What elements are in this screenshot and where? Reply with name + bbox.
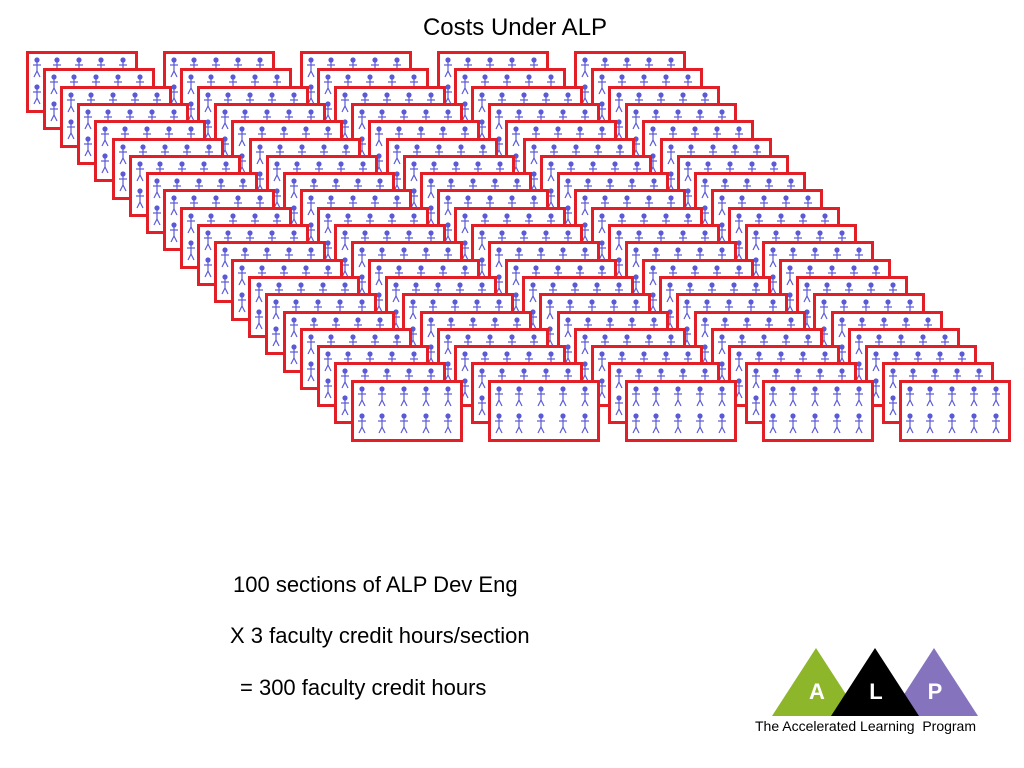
alp-logo-letter-a: A xyxy=(809,679,825,704)
alp-logo-triangle-a xyxy=(772,648,860,716)
class-section-box xyxy=(487,379,600,442)
class-section-box xyxy=(898,379,1011,442)
alp-logo-triangle-p xyxy=(890,648,978,716)
total-credit-hours-text: = 300 faculty credit hours xyxy=(240,675,487,700)
alp-logo: A L P The Accelerated Learning Program xyxy=(728,646,1008,746)
class-section-box xyxy=(624,379,737,442)
alp-logo-triangles xyxy=(772,648,978,716)
credit-hours-multiplier-text: X 3 faculty credit hours/section xyxy=(230,623,530,648)
stick-figure-icon-group xyxy=(768,386,863,433)
alp-logo-letter-l: L xyxy=(869,679,883,704)
alp-logo-caption: The Accelerated Learning Program xyxy=(754,718,976,734)
slide-title: Costs Under ALP xyxy=(422,14,608,41)
sections-count-text: 100 sections of ALP Dev Eng xyxy=(233,572,518,597)
alp-logo-letter-p: P xyxy=(927,679,943,704)
stick-figure-icon-group xyxy=(905,386,1000,433)
stick-figure-icon-group xyxy=(631,386,726,433)
class-section-box xyxy=(350,379,463,442)
alp-logo-triangle-l xyxy=(831,648,919,716)
stick-figure-icon-group xyxy=(357,386,452,433)
class-section-box xyxy=(761,379,874,442)
stick-figure-icon-group xyxy=(494,386,589,433)
class-sections-graphic xyxy=(26,51,1011,442)
